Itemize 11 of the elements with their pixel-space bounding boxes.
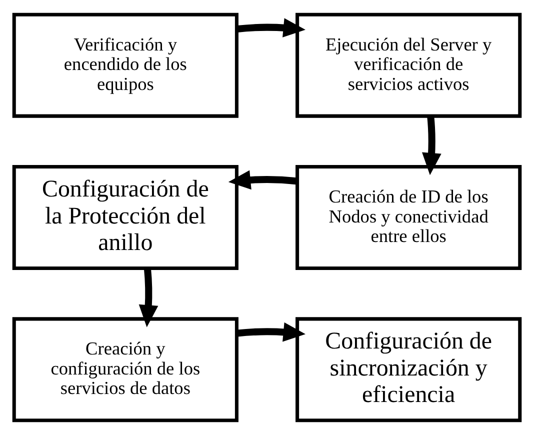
arrow (228, 170, 298, 190)
arrow (236, 322, 306, 342)
node-box: Creación de ID de los Nodos y conectividad entre ellos (296, 164, 522, 270)
node-box: Configuración de la Protección del anillo (12, 164, 238, 270)
node-box: Ejecución del Server y verificación de servicios activos (296, 12, 522, 118)
arrow (138, 267, 158, 327)
node-box: Configuración de sincronización y eficiencia (296, 316, 522, 422)
arrow (422, 115, 442, 175)
arrow (236, 18, 306, 37)
node-box: Verificación y encendido de los equipos (12, 12, 238, 118)
node-box: Creación y configuración de los servicios de datos (12, 316, 238, 422)
